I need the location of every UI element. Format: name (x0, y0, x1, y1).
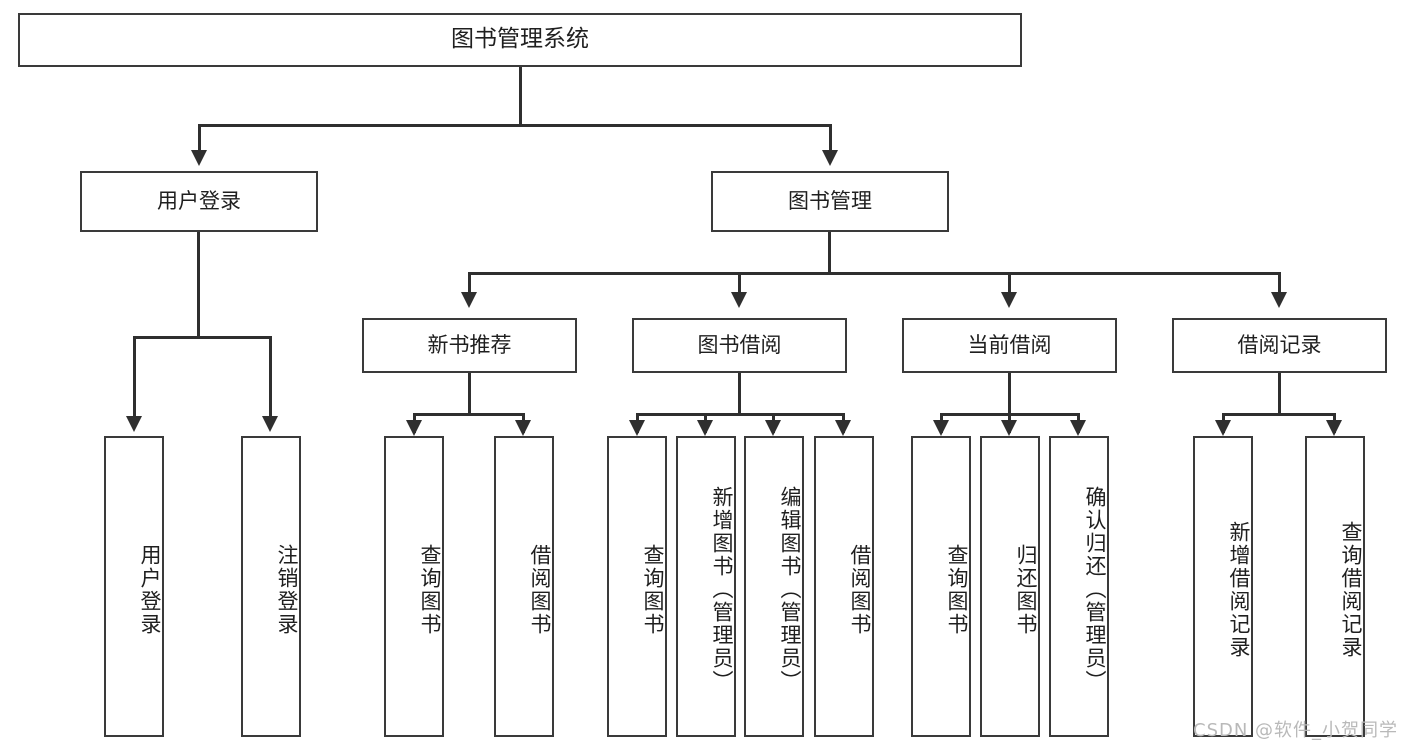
leaf-bb-query-books[interactable]: 查询图书 (607, 436, 667, 737)
arrowhead-br-leaf-2 (1326, 420, 1342, 436)
arrowhead-to-current-borrow (1001, 292, 1017, 308)
connector-root-bus (198, 124, 832, 127)
node-label: 借阅记录 (1237, 333, 1322, 358)
leaf-nbr-query-books[interactable]: 查询图书 (384, 436, 444, 737)
leaf-bb-borrow-books[interactable]: 借阅图书 (814, 436, 874, 737)
node-root-book-management-system[interactable]: 图书管理系统 (18, 13, 1022, 67)
node-label: 查询图书 (945, 543, 969, 636)
leaf-br-add-record[interactable]: 新增借阅记录 (1193, 436, 1253, 737)
arrowhead-to-user-login (191, 150, 207, 166)
connector-bm-drop-3 (1008, 272, 1011, 294)
node-label: 新增借阅记录 (1227, 520, 1251, 659)
leaf-cb-confirm-return-admin[interactable]: 确认归还（管理员） (1049, 436, 1109, 737)
connector-nbr-trunk (468, 373, 471, 415)
arrowhead-br-leaf-1 (1215, 420, 1231, 436)
arrowhead-to-borrow-record (1271, 292, 1287, 308)
connector-bm-drop-1 (468, 272, 471, 294)
node-current-borrow[interactable]: 当前借阅 (902, 318, 1117, 373)
arrowhead-bb-leaf-2 (697, 420, 713, 436)
arrowhead-to-book-management (822, 150, 838, 166)
arrowhead-cb-leaf-2 (1001, 420, 1017, 436)
node-label: 借阅图书 (528, 543, 552, 636)
node-label: 图书管理 (788, 189, 872, 214)
node-book-borrow[interactable]: 图书借阅 (632, 318, 847, 373)
connector-root-drop-right (829, 124, 832, 152)
node-label: 当前借阅 (967, 333, 1052, 358)
node-label: 新增图书（管理员） (710, 486, 734, 693)
arrowhead-to-book-borrow (731, 292, 747, 308)
leaf-user-login[interactable]: 用户登录 (104, 436, 164, 737)
node-label: 用户登录 (157, 189, 241, 214)
leaf-br-query-record[interactable]: 查询借阅记录 (1305, 436, 1365, 737)
connector-br-trunk (1278, 373, 1281, 415)
csdn-watermark: CSDN @软件_小贺同学 (1193, 720, 1399, 741)
connector-root-drop-left (198, 124, 201, 152)
leaf-bb-edit-book-admin[interactable]: 编辑图书（管理员） (744, 436, 804, 737)
connector-bb-trunk (738, 373, 741, 415)
connector-user-login-bus (133, 336, 271, 339)
arrowhead-nbr-leaf-2 (515, 420, 531, 436)
arrowhead-bb-leaf-1 (629, 420, 645, 436)
node-label: 图书借阅 (697, 333, 782, 358)
node-label: 图书管理系统 (451, 26, 589, 53)
arrowhead-to-new-book-recommend (461, 292, 477, 308)
leaf-cb-return-books[interactable]: 归还图书 (980, 436, 1040, 737)
node-label: 归还图书 (1014, 543, 1038, 636)
node-label: 用户登录 (138, 543, 162, 636)
connector-bm-drop-2 (738, 272, 741, 294)
arrowhead-nbr-leaf-1 (406, 420, 422, 436)
leaf-cb-query-books[interactable]: 查询图书 (911, 436, 971, 737)
connector-bm-drop-4 (1278, 272, 1281, 294)
connector-cb-trunk (1008, 373, 1011, 415)
node-label: 新书推荐 (427, 333, 512, 358)
arrowhead-to-leaf-logout (262, 416, 278, 432)
connector-bb-bus (636, 413, 845, 416)
node-new-book-recommend[interactable]: 新书推荐 (362, 318, 577, 373)
arrowhead-to-leaf-user-login (126, 416, 142, 432)
connector-book-management-trunk (828, 232, 831, 274)
node-user-login[interactable]: 用户登录 (80, 171, 318, 232)
node-label: 查询图书 (418, 543, 442, 636)
node-label: 查询图书 (641, 543, 665, 636)
connector-book-management-bus (468, 272, 1281, 275)
leaf-logout[interactable]: 注销登录 (241, 436, 301, 737)
node-label: 编辑图书（管理员） (778, 486, 802, 693)
arrowhead-cb-leaf-1 (933, 420, 949, 436)
arrowhead-bb-leaf-3 (765, 420, 781, 436)
connector-nbr-bus (413, 413, 525, 416)
connector-root-trunk (519, 67, 522, 125)
leaf-bb-add-book-admin[interactable]: 新增图书（管理员） (676, 436, 736, 737)
arrowhead-bb-leaf-4 (835, 420, 851, 436)
arrowhead-cb-leaf-3 (1070, 420, 1086, 436)
node-book-management[interactable]: 图书管理 (711, 171, 949, 232)
connector-user-login-drop-2 (269, 336, 272, 418)
node-borrow-record[interactable]: 借阅记录 (1172, 318, 1387, 373)
leaf-nbr-borrow-books[interactable]: 借阅图书 (494, 436, 554, 737)
connector-br-bus (1222, 413, 1336, 416)
connector-user-login-trunk (197, 232, 200, 337)
node-label: 借阅图书 (848, 543, 872, 636)
node-label: 注销登录 (275, 543, 299, 636)
node-label: 确认归还（管理员） (1083, 486, 1107, 693)
node-label: 查询借阅记录 (1339, 520, 1363, 659)
connector-user-login-drop-1 (133, 336, 136, 418)
